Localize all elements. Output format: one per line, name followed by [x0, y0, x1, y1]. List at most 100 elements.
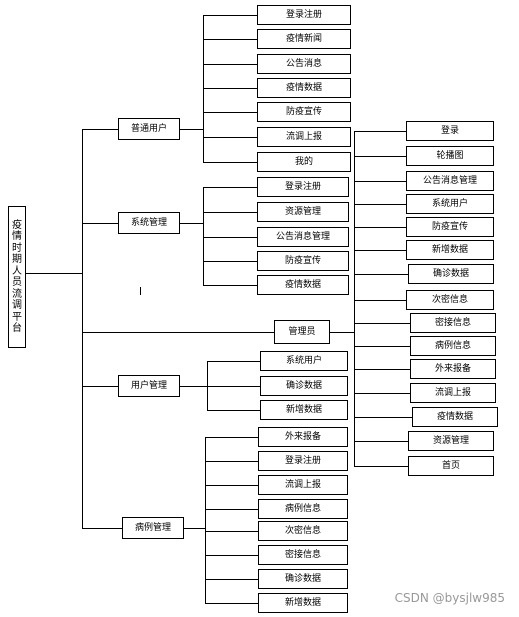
system-leaf: 资源管理 — [257, 202, 349, 222]
admin-leaf: 资源管理 — [408, 431, 494, 451]
connector-line — [180, 223, 203, 224]
connector-line — [354, 227, 406, 228]
module-usermgmt: 用户管理 — [118, 375, 180, 397]
user-leaf: 疫情数据 — [257, 78, 351, 98]
root-title-char: 期 — [12, 254, 22, 265]
connector-line — [354, 466, 408, 467]
root-node: 疫情时期人员流调平台 — [8, 206, 26, 348]
system-leaf: 防疫宣传 — [257, 251, 349, 271]
admin-leaf: 疫情数据 — [412, 407, 498, 427]
connector-line — [207, 361, 208, 410]
module-admin: 管理员 — [274, 320, 330, 344]
connector-line — [205, 509, 258, 510]
connector-line — [203, 112, 257, 113]
connector-line — [354, 131, 406, 132]
user-leaf: 疫情新闻 — [257, 29, 351, 49]
connector-line — [180, 386, 207, 387]
connector-line — [26, 273, 82, 274]
connector-line — [82, 223, 118, 224]
connector-line — [354, 441, 408, 442]
connector-line — [203, 237, 257, 238]
module-case: 病例管理 — [122, 517, 184, 539]
connector-line — [354, 204, 406, 205]
case-leaf: 次密信息 — [258, 521, 348, 541]
connector-line — [354, 417, 412, 418]
case-leaf: 确诊数据 — [258, 569, 348, 589]
connector-line — [203, 187, 257, 188]
admin-leaf: 公告消息管理 — [406, 171, 494, 191]
connector-line — [205, 437, 258, 438]
admin-leaf: 登录 — [406, 121, 494, 141]
connector-line — [354, 181, 406, 182]
connector-line — [203, 15, 257, 16]
admin-leaf: 新增数据 — [406, 240, 494, 260]
module-system: 系统管理 — [118, 212, 180, 234]
root-title-char: 调 — [12, 300, 22, 311]
user-leaf: 登录注册 — [257, 5, 351, 25]
connector-line — [82, 528, 122, 529]
connector-line — [354, 369, 410, 370]
connector-line — [330, 332, 354, 333]
connector-line — [203, 15, 204, 162]
admin-leaf: 确诊数据 — [408, 264, 494, 284]
connector-line — [354, 346, 410, 347]
connector-line — [354, 131, 355, 466]
case-leaf: 密接信息 — [258, 545, 348, 565]
admin-leaf: 病例信息 — [410, 336, 496, 356]
connector-line — [203, 64, 257, 65]
usermgmt-leaf: 确诊数据 — [260, 376, 348, 396]
user-leaf: 公告消息 — [257, 54, 351, 74]
system-leaf: 疫情数据 — [257, 275, 349, 295]
connector-line — [82, 130, 83, 528]
case-leaf: 病例信息 — [258, 499, 348, 519]
connector-line — [203, 39, 257, 40]
system-leaf: 公告消息管理 — [257, 227, 349, 247]
connector-line — [205, 555, 258, 556]
connector-line — [203, 88, 257, 89]
case-leaf: 登录注册 — [258, 451, 348, 471]
connector-line — [205, 461, 258, 462]
admin-leaf: 系统用户 — [406, 194, 494, 214]
root-title-char: 情 — [12, 231, 22, 242]
connector-line — [203, 261, 257, 262]
connector-line — [354, 300, 406, 301]
connector-line — [205, 485, 258, 486]
root-title-char: 人 — [12, 265, 22, 277]
root-title-char: 流 — [12, 288, 22, 300]
user-leaf: 流调上报 — [257, 127, 351, 147]
admin-leaf: 首页 — [408, 456, 494, 476]
admin-leaf: 外来报备 — [410, 359, 496, 379]
watermark: CSDN @bysjlw985 — [394, 591, 505, 605]
connector-line — [205, 603, 258, 604]
connector-line — [354, 156, 406, 157]
case-leaf: 外来报备 — [258, 427, 348, 447]
connector-line — [184, 528, 205, 529]
root-title-char: 员 — [12, 277, 22, 288]
connector-line — [203, 212, 257, 213]
module-user: 普通用户 — [118, 118, 180, 140]
connector-line — [180, 129, 203, 130]
admin-leaf: 次密信息 — [406, 290, 494, 310]
connector-line — [203, 137, 257, 138]
root-title-char: 时 — [12, 242, 22, 254]
connector-line — [82, 332, 274, 333]
case-leaf: 新增数据 — [258, 593, 348, 613]
connector-line — [354, 274, 408, 275]
connector-line — [203, 285, 257, 286]
usermgmt-leaf: 系统用户 — [260, 351, 348, 371]
root-title-char: 疫 — [12, 219, 22, 231]
stray-mark — [140, 287, 141, 295]
connector-line — [354, 323, 410, 324]
case-leaf: 流调上报 — [258, 475, 348, 495]
admin-leaf: 流调上报 — [410, 383, 496, 403]
connector-line — [82, 129, 118, 130]
admin-leaf: 防疫宣传 — [406, 217, 494, 237]
connector-line — [203, 162, 257, 163]
admin-leaf: 密接信息 — [410, 313, 496, 333]
connector-line — [354, 393, 410, 394]
connector-line — [82, 386, 118, 387]
user-leaf: 我的 — [257, 152, 351, 172]
connector-line — [205, 579, 258, 580]
root-title-char: 平 — [12, 311, 22, 323]
